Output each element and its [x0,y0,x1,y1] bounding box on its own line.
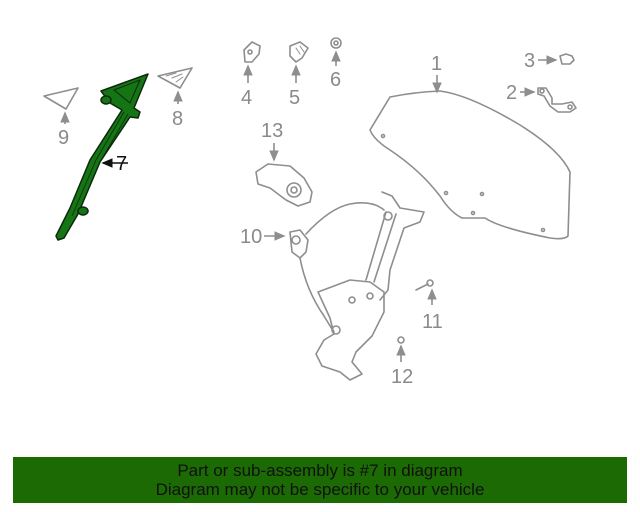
part-4-bracket[interactable]: 4 [241,41,261,109]
disclaimer-line: Diagram may not be specific to your vehi… [155,480,485,499]
part-7-run-channel[interactable]: 7 [55,73,149,241]
part-2-bracket[interactable]: 2 [506,82,577,113]
callout-7[interactable]: 7 [116,153,127,175]
callout-8[interactable]: 8 [172,108,183,130]
part-11-bolt[interactable]: 11 [415,279,443,333]
part-9-seal[interactable]: 9 [43,87,79,149]
part-6-nut[interactable]: 6 [330,37,342,91]
callout-5[interactable]: 5 [289,87,300,109]
part-5-bracket[interactable]: 5 [289,41,309,109]
part-8-trim-panel[interactable]: 8 [157,67,193,130]
callout-1[interactable]: 1 [431,53,442,75]
part-13-motor[interactable]: 13 [255,120,313,207]
part-3-clip[interactable]: 3 [524,50,575,72]
callout-11[interactable]: 11 [422,311,443,333]
callout-3[interactable]: 3 [524,50,535,72]
callout-12[interactable]: 12 [391,366,413,388]
part-info-line: Part or sub-assembly is #7 in diagram [177,461,463,480]
callout-10[interactable]: 10 [240,226,262,248]
part-12-nut[interactable]: 12 [391,336,413,388]
part-1-window-glass[interactable]: 1 [369,53,571,240]
callout-6[interactable]: 6 [330,69,341,91]
callout-4[interactable]: 4 [241,87,252,109]
part-10-window-regulator[interactable]: 10 [240,191,425,381]
part-info-banner: Part or sub-assembly is #7 in diagram Di… [13,457,627,503]
callout-13[interactable]: 13 [261,120,283,142]
callout-9[interactable]: 9 [58,127,69,149]
callout-2[interactable]: 2 [506,82,517,104]
